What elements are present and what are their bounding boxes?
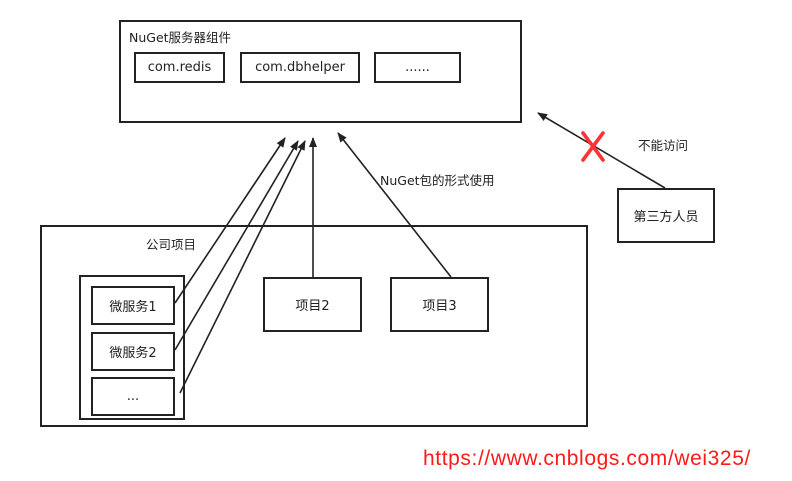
project-2: 项目2	[263, 277, 362, 332]
microservice-1: 微服务1	[91, 286, 175, 325]
component-com-dbhelper: com.dbhelper	[240, 52, 360, 83]
company-projects-title: 公司项目	[146, 237, 197, 252]
company-projects-container	[40, 225, 588, 427]
project-3: 项目3	[390, 277, 489, 332]
nuget-usage-label: NuGet包的形式使用	[380, 173, 495, 188]
component-com-redis: com.redis	[134, 52, 225, 83]
microservices-group	[79, 275, 185, 420]
arrow-microservice-more-to-server	[179, 140, 306, 394]
blog-url-watermark: https://www.cnblogs.com/wei325/	[423, 447, 751, 470]
access-denied-label: 不能访问	[638, 138, 689, 153]
arrow-microservice1-to-server	[174, 137, 286, 304]
access-denied-x-mark	[581, 131, 605, 162]
microservice-more: ...	[91, 377, 175, 416]
nuget-server-title: NuGet服务器组件	[129, 30, 232, 45]
arrow-third-party-to-server	[537, 112, 666, 189]
nuget-server-container	[119, 20, 522, 123]
arrow-project3-to-server	[337, 132, 452, 278]
component-more: ......	[374, 52, 461, 83]
microservice-2: 微服务2	[91, 332, 175, 371]
arrow-microservice2-to-server	[174, 140, 299, 351]
third-party-box: 第三方人员	[617, 188, 715, 243]
